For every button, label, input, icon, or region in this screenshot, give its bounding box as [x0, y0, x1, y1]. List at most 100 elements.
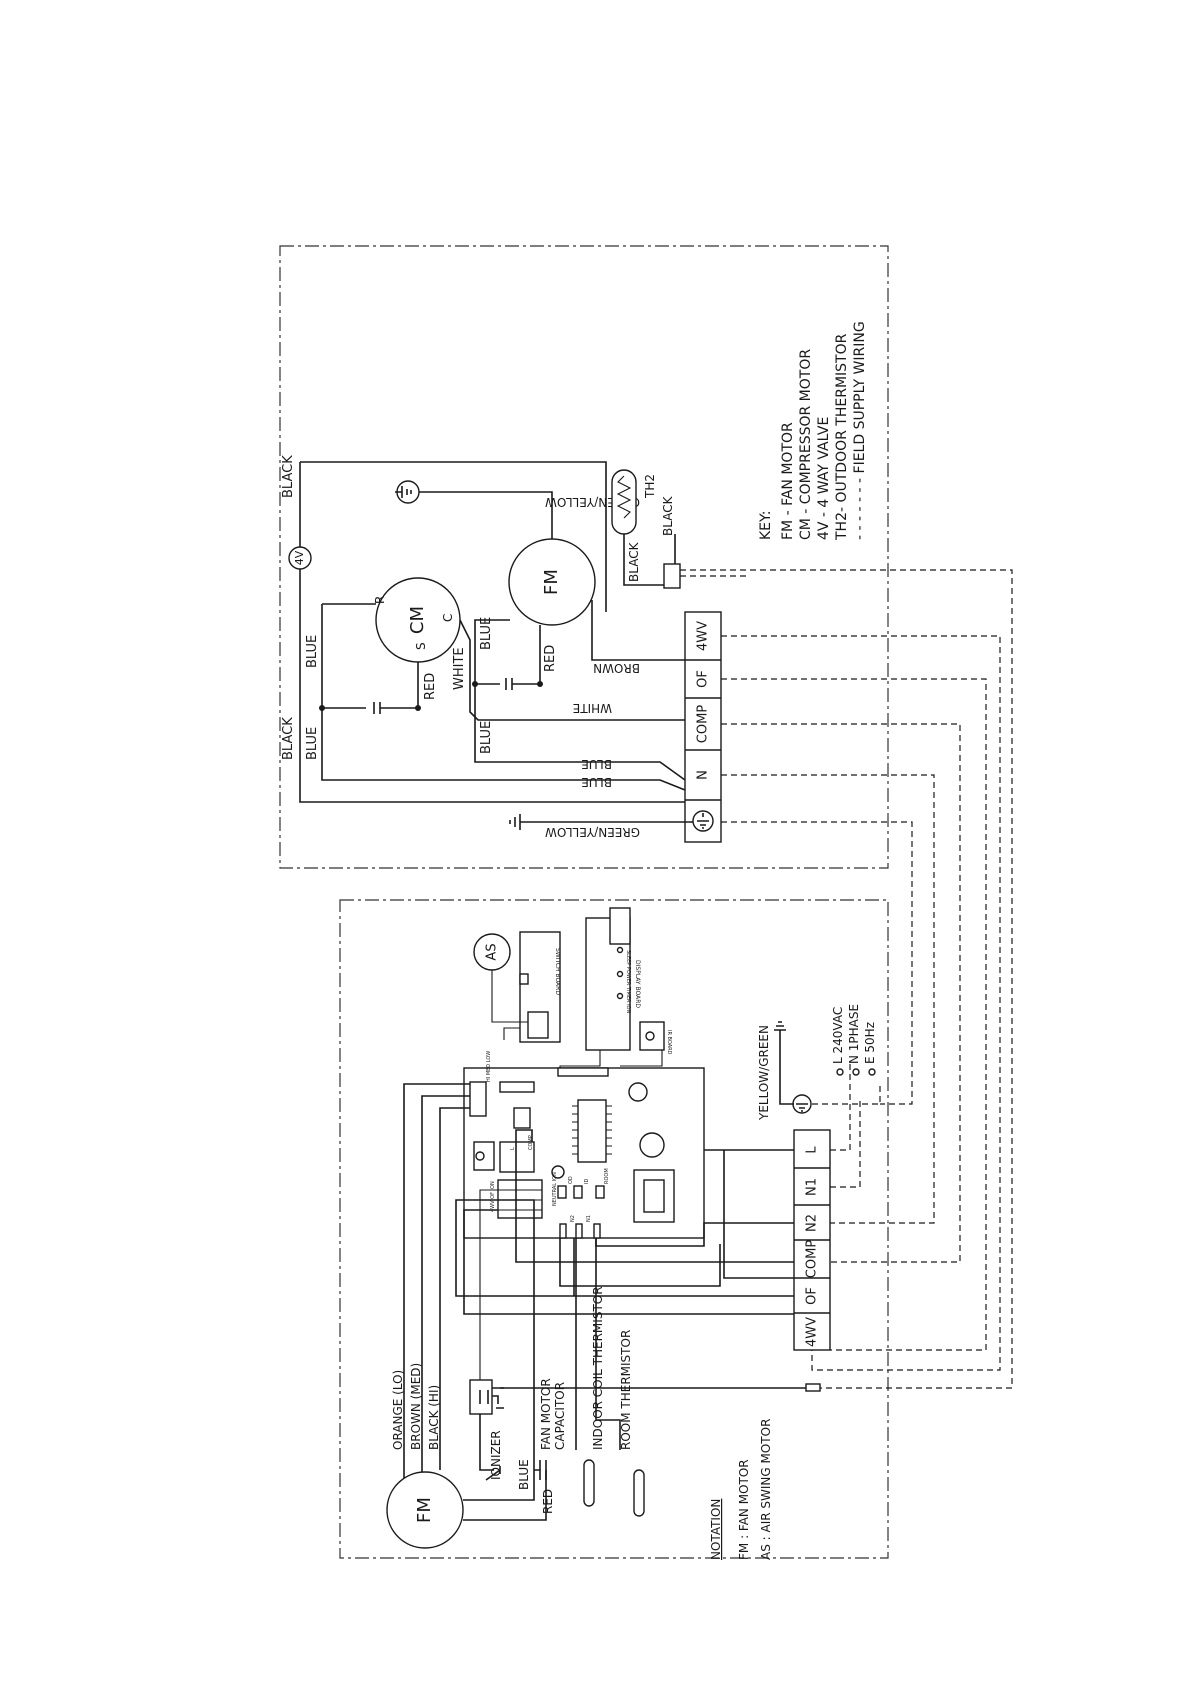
pcb-to-terminal-n2 — [595, 1222, 794, 1247]
fan-capacitor-label-1: FAN MOTOR — [539, 1378, 553, 1450]
yellow-green-earth-wire — [774, 1021, 794, 1105]
wire-label-blue-n2: BLUE — [581, 757, 612, 771]
pcb-neutral-wire — [559, 1238, 721, 1287]
ionizer-label: IONIZER — [489, 1430, 503, 1480]
indoor-terminal-4wv: 4WV — [805, 1317, 820, 1347]
supply-n-label: N 1PHASE — [847, 1004, 861, 1064]
outdoor-unit-frame — [279, 245, 889, 869]
cm-terminal-c: C — [441, 614, 455, 622]
supply-n-contact — [852, 1068, 860, 1076]
wire-label-blue-n1: BLUE — [581, 775, 612, 789]
indoor-fan-motor — [386, 1471, 464, 1549]
outdoor-terminal-n: N — [696, 770, 711, 780]
cm-run-capacitor — [322, 702, 418, 714]
display-board-connector — [609, 907, 631, 945]
pcb-speed-connector — [469, 1081, 487, 1117]
outdoor-fan-motor-label: FM — [541, 569, 562, 595]
pcb-comp-relay — [499, 1141, 535, 1173]
wire-label-orange: ORANGE (LO) — [391, 1370, 405, 1450]
four-way-valve-label: 4V — [293, 550, 306, 565]
pcb-to-terminal-of — [455, 1199, 794, 1297]
indoor-unit-frame — [339, 899, 889, 1559]
blue-wire-fm-to-n — [474, 662, 686, 781]
ionizer-unit — [469, 1379, 493, 1415]
wire-label-red-indoor: RED — [541, 1489, 555, 1514]
fan-capacitor-label-2: CAPACITOR — [553, 1382, 567, 1450]
black-wire-top — [300, 461, 607, 612]
th2-label: TH2 — [643, 474, 657, 499]
pcb-to-terminal-of-loop — [723, 1150, 794, 1279]
ionizer-symbol — [485, 1466, 501, 1481]
wire-label-black-th-b: BLACK — [661, 495, 675, 536]
key-item-4v: 4V - 4 WAY VALVE — [816, 417, 832, 540]
ionizer-ground-icon — [479, 1387, 504, 1409]
th2-thermistor-coil — [616, 475, 632, 519]
cm-terminal-r: R — [373, 596, 387, 604]
indoor-terminal-n1: N1 — [805, 1178, 820, 1196]
key-item-fm: FM - FAN MOTOR — [780, 422, 796, 540]
pcb-capacitor — [551, 1165, 565, 1179]
pcb-neutral-label: NEUTRAL ION — [552, 1172, 558, 1206]
ir-board-label: IR BOARD — [666, 1030, 672, 1055]
pcb-relay-block — [497, 1179, 543, 1219]
supply-dashed-wires — [812, 1060, 881, 1188]
ionizer-pcb-wire — [479, 1189, 498, 1380]
wire-black-hi — [439, 1107, 470, 1470]
pcb-to-terminal-4wv — [463, 1209, 794, 1315]
notation-title: NOTATION — [709, 1499, 723, 1560]
switch-board — [519, 931, 561, 1043]
room-thermistor — [633, 1469, 645, 1517]
field-wire-of — [721, 678, 987, 1351]
key-item-field-wiring: - - - - - - - FIELD SUPPLY WIRING — [852, 321, 868, 540]
indoor-terminal-n2: N2 — [805, 1214, 820, 1232]
room-thermistor-label: ROOM THERMISTOR — [619, 1330, 633, 1450]
fm-earth-icon — [395, 486, 412, 498]
pcb-speed-relay — [499, 1081, 535, 1093]
wire-label-white-fm: WHITE — [452, 647, 467, 690]
fan-motor-red-wire — [463, 1470, 547, 1521]
th2-thermistor — [611, 469, 637, 535]
indoor-terminal-comp: COMP — [805, 1240, 820, 1279]
field-wire-n — [721, 774, 935, 1224]
pcb-l-label: L — [510, 1147, 516, 1150]
four-way-valve-symbol — [288, 546, 312, 570]
pcb-room-label: ROOM — [604, 1168, 610, 1184]
outdoor-terminal-of: OF — [696, 670, 711, 688]
supply-e-label: E 50Hz — [863, 1022, 877, 1064]
pcb-buzzer — [639, 1132, 665, 1158]
switch-board-connector — [527, 1011, 549, 1039]
pcb-microcontroller — [577, 1099, 607, 1163]
black-wire-left — [299, 462, 685, 803]
field-wire-th2 — [680, 569, 1013, 1389]
fm-capacitor — [475, 625, 541, 690]
switch-board-wire — [503, 1027, 520, 1040]
wire-label-black-top: BLACK — [281, 455, 296, 498]
wire-label-blue-cm: BLUE — [305, 635, 320, 668]
room-thermistor-wire — [595, 1238, 621, 1450]
field-wire-4wv — [721, 635, 1001, 1371]
wire-label-black-th-a: BLACK — [627, 541, 641, 582]
th2-connector — [663, 563, 681, 589]
pcb-n2-label: N2 — [570, 1215, 576, 1222]
field-th2-connector — [805, 1383, 821, 1392]
pcb-n1-label: N1 — [586, 1215, 592, 1222]
wire-label-green-yellow-earth: GREEN/YELLOW — [545, 825, 640, 839]
field-wire-earth — [721, 821, 913, 1105]
pcb-id-label: ID — [584, 1179, 590, 1184]
outdoor-terminal-block — [684, 611, 722, 843]
brown-wire-fm-to-of — [591, 600, 685, 661]
wire-label-black-left: BLACK — [281, 717, 296, 760]
wire-brown-med — [421, 1095, 470, 1490]
indoor-earth-icon — [796, 1103, 808, 1112]
indoor-coil-thermistor-label: INDOOR COIL THERMISTOR — [591, 1286, 605, 1450]
wire-label-blue-left: BLUE — [305, 727, 320, 760]
wire-label-black: BLACK (HI) — [427, 1385, 441, 1450]
key-item-cm: CM - COMPRESSOR MOTOR — [798, 349, 814, 540]
key-item-th2: TH2- OUTDOOR THERMISTOR — [834, 333, 850, 541]
compressor-motor-label: CM — [407, 606, 428, 634]
pcb-display-header — [557, 1067, 609, 1077]
indoor-coil-thermistor — [583, 1459, 595, 1507]
swing-motor-wire — [491, 970, 528, 1023]
supply-l-contact — [836, 1068, 844, 1076]
